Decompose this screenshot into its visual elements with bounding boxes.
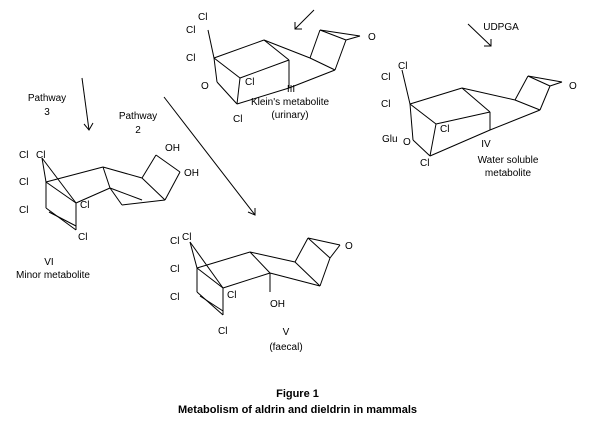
pathway-2-number: 2 (135, 125, 141, 136)
structure-v-bonds (189, 237, 341, 316)
label-udpga: UDPGA (483, 22, 519, 33)
pathway-3-word: Pathway (28, 93, 66, 104)
atom-cl: Cl (170, 236, 179, 247)
atom-cl: Cl (78, 232, 87, 243)
compound-name: Klein's metabolite (251, 97, 330, 108)
atom-cl: Cl (398, 61, 407, 72)
atom-cl: Cl (19, 150, 28, 161)
label-compound-vi: VI Minor metabolite (16, 257, 90, 281)
atom-o: O (569, 81, 577, 92)
atom-oh: OH (165, 143, 180, 154)
structure-v-atoms: Cl Cl Cl Cl Cl Cl OH O (170, 232, 353, 337)
atom-cl: Cl (19, 205, 28, 216)
arrow-pathway-3 (81, 77, 94, 131)
atom-cl: Cl (233, 114, 242, 125)
atom-cl: Cl (381, 99, 390, 110)
structure-vi-bonds (41, 154, 181, 231)
atom-oh: OH (270, 299, 285, 310)
label-pathway-3: Pathway 3 (28, 93, 66, 118)
label-compound-v: V (faecal) (269, 327, 302, 353)
arrow-pathway-2 (163, 96, 256, 216)
atom-cl: Cl (170, 264, 179, 275)
atom-cl: Cl (186, 25, 195, 36)
compound-numeral: VI (44, 257, 53, 268)
atom-o: O (345, 241, 353, 252)
atom-cl: Cl (170, 292, 179, 303)
compound-numeral: III (287, 84, 295, 95)
structure-iii-bonds (207, 29, 361, 105)
arrow-udpga (467, 23, 492, 47)
compound-note: (faecal) (269, 342, 302, 353)
structure-vi-atoms: Cl Cl Cl Cl Cl Cl OH OH (19, 143, 199, 243)
atom-o: O (368, 32, 376, 43)
atom-cl: Cl (186, 53, 195, 64)
arrow-to-iii (294, 9, 315, 30)
figure-subtitle: Metabolism of aldrin and dieldrin in mam… (178, 404, 417, 416)
structure-iv-bonds (401, 69, 563, 157)
pathway-3-number: 3 (44, 107, 50, 118)
atom-glu: Glu (382, 134, 398, 145)
compound-numeral: IV (481, 139, 491, 150)
atom-cl: Cl (381, 72, 390, 83)
atom-cl: Cl (80, 200, 89, 211)
atom-cl: Cl (440, 124, 449, 135)
compound-numeral: V (283, 327, 290, 338)
compound-name: Water soluble (478, 155, 539, 166)
structure-iv-atoms: Cl Cl Cl Glu O Cl Cl O (381, 61, 577, 169)
label-compound-iii: III Klein's metabolite (urinary) (251, 84, 330, 121)
structure-iii-atoms: Cl Cl Cl O Cl Cl O (186, 12, 376, 125)
pathway-2-word: Pathway (119, 111, 157, 122)
atom-o: O (201, 81, 209, 92)
compound-name: Minor metabolite (16, 270, 90, 281)
atom-o: O (403, 137, 411, 148)
atom-cl: Cl (198, 12, 207, 23)
atom-cl: Cl (19, 177, 28, 188)
atom-cl: Cl (218, 326, 227, 337)
figure-title: Figure 1 (276, 388, 319, 400)
label-compound-iv: IV Water soluble metabolite (478, 139, 539, 179)
compound-note: (urinary) (271, 110, 308, 121)
atom-cl: Cl (245, 77, 254, 88)
label-pathway-2: Pathway 2 (119, 111, 157, 136)
compound-note: metabolite (485, 168, 532, 179)
atom-cl: Cl (227, 290, 236, 301)
atom-cl: Cl (36, 150, 45, 161)
atom-cl: Cl (420, 158, 429, 169)
atom-cl: Cl (182, 232, 191, 243)
atom-oh: OH (184, 168, 199, 179)
